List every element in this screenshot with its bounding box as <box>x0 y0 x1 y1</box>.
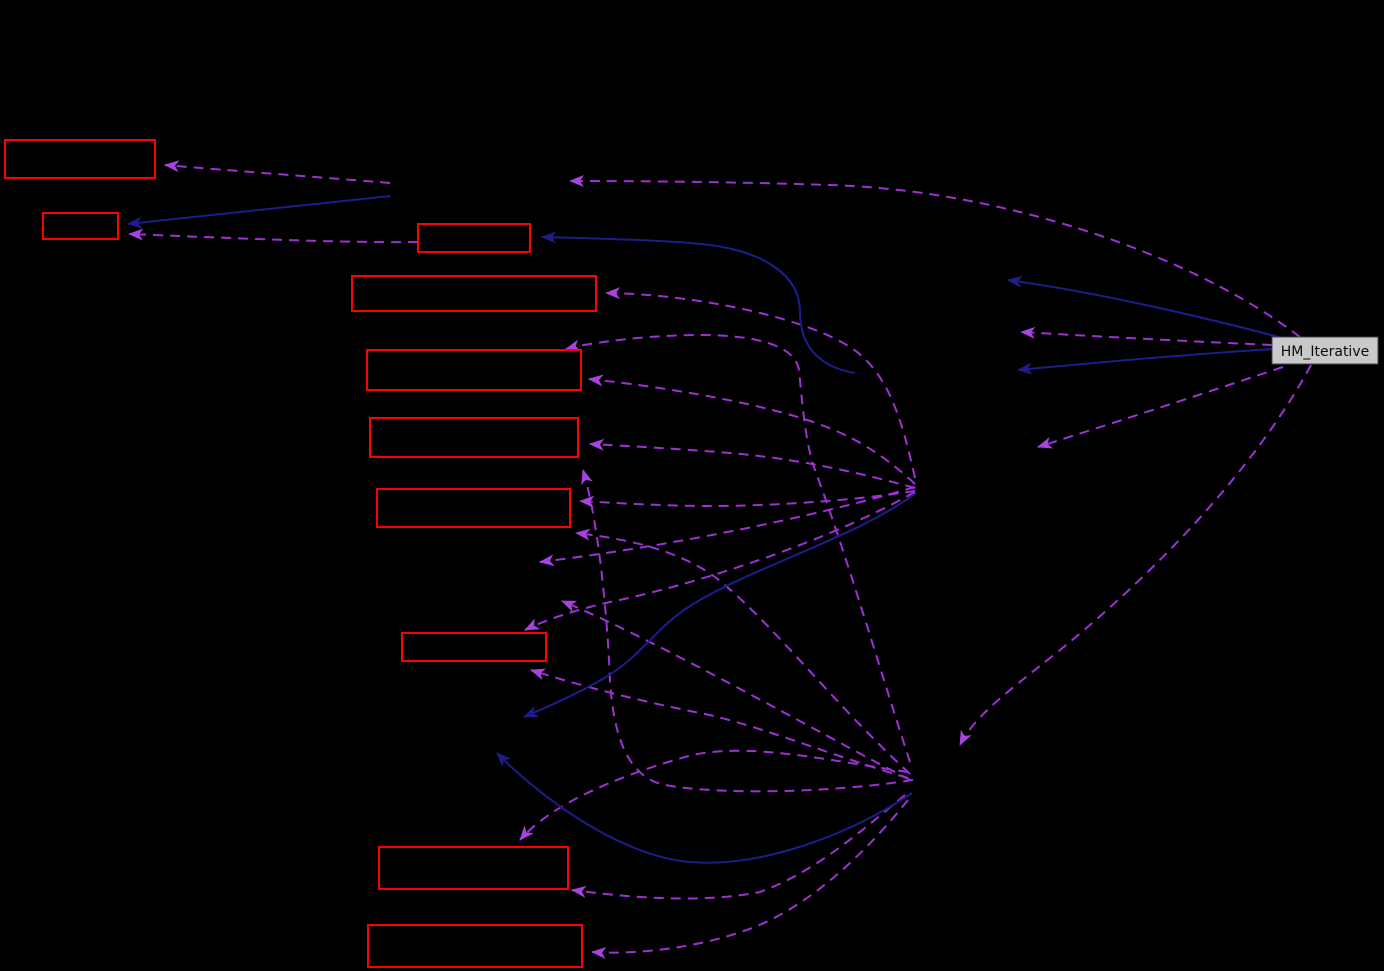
node-box-f[interactable] <box>369 417 579 458</box>
edge-hm-to-n8 <box>959 364 1312 746</box>
edge-hm-left-low <box>1037 366 1284 449</box>
main-node-label: HM_Iterative <box>1281 344 1369 360</box>
edge-n8-to-box-f <box>581 469 914 793</box>
edge-group-solid <box>127 195 1295 864</box>
edge-n8-to-box-i <box>571 794 906 900</box>
main-node-box[interactable] <box>1271 336 1379 365</box>
edge-n8-to-box-j <box>591 799 909 959</box>
edge-n8-to-n6 <box>496 752 913 864</box>
edge-box-c-to-box-b <box>128 228 419 244</box>
edge-n3-to-box-e <box>588 374 916 485</box>
edge-n8-to-box-h <box>530 668 909 779</box>
node-box-c[interactable] <box>417 223 531 253</box>
node-box-i[interactable] <box>378 846 569 890</box>
edge-group-dashed <box>128 160 1312 959</box>
edge-hm-left-mid <box>1020 326 1273 346</box>
edge-n1-to-box-b <box>127 195 391 229</box>
edge-n3-to-n5 <box>523 492 917 718</box>
edge-n3-to-box-g <box>579 490 916 508</box>
edge-n8-to-n4b <box>561 600 911 781</box>
node-box-a[interactable] <box>4 139 156 179</box>
edge-n3-to-n4a <box>539 486 916 567</box>
edge-hm-to-n7 <box>1007 276 1295 342</box>
node-box-h[interactable] <box>401 632 547 662</box>
node-group <box>4 139 597 968</box>
edge-n8-to-box-e-top <box>565 333 911 763</box>
node-box-j[interactable] <box>367 924 583 968</box>
edge-n2-to-box-c <box>541 231 856 374</box>
edge-n1-to-box-a <box>164 160 391 184</box>
edge-n3-to-box-d <box>605 287 916 479</box>
node-box-g[interactable] <box>376 488 571 528</box>
edge-hm-to-n1 <box>569 175 1301 338</box>
node-box-d[interactable] <box>351 275 597 312</box>
main-node[interactable]: HM_Iterative <box>1271 336 1379 365</box>
edge-hm-to-n2 <box>1017 348 1273 375</box>
node-box-b[interactable] <box>42 212 119 240</box>
edge-n3-to-box-h-top <box>524 491 916 631</box>
edge-n8-to-box-i-top <box>519 749 909 841</box>
node-box-e[interactable] <box>366 349 582 391</box>
edge-n8-to-box-g <box>575 528 911 775</box>
edge-n3-to-box-f <box>589 438 916 489</box>
